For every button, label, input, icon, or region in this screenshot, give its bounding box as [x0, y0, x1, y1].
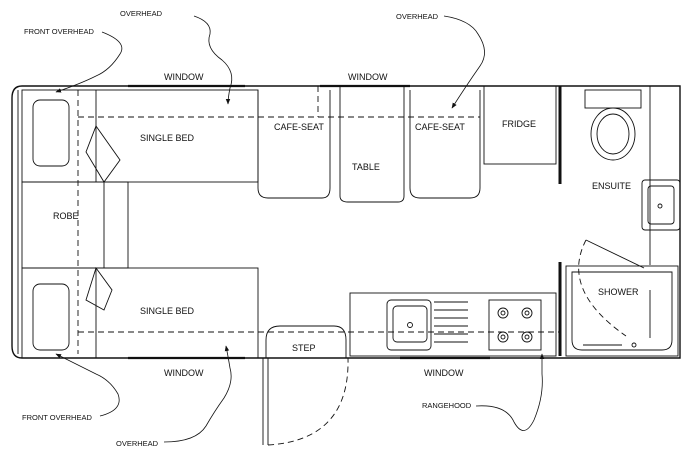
label-ensuite: ENSUITE — [592, 181, 631, 191]
ensuite — [584, 86, 681, 265]
label-single-bed-bottom: SINGLE BED — [140, 306, 195, 316]
leader-overhead-top-right — [443, 15, 485, 109]
step — [265, 325, 347, 358]
fridge — [483, 85, 557, 165]
label-fridge: FRIDGE — [502, 119, 536, 129]
leader-overhead-bottom — [163, 345, 232, 443]
label-overhead-top-left: OVERHEAD — [120, 9, 163, 18]
robe — [21, 181, 129, 269]
label-table: TABLE — [352, 162, 380, 172]
shower — [565, 239, 679, 357]
label-window-top-mid: WINDOW — [348, 72, 388, 82]
label-cafe-seat-left: CAFE-SEAT — [274, 122, 324, 132]
label-window-bottom-left: WINDOW — [164, 368, 204, 378]
label-robe: ROBE — [53, 211, 79, 221]
label-single-bed-top: SINGLE BED — [140, 133, 195, 143]
label-overhead-top-right: OVERHEAD — [396, 12, 439, 21]
sink-drainer — [434, 301, 468, 343]
label-rangehood: RANGEHOOD — [422, 401, 472, 410]
label-window-bottom-right: WINDOW — [424, 368, 464, 378]
cafe-seat-right — [409, 90, 481, 199]
entry-door — [262, 357, 349, 446]
label-window-top-left: WINDOW — [164, 72, 204, 82]
label-cafe-seat-right: CAFE-SEAT — [415, 122, 465, 132]
label-shower: SHOWER — [598, 287, 639, 297]
label-front-overhead-top: FRONT OVERHEAD — [24, 27, 94, 36]
leader-rangehood — [475, 353, 545, 431]
label-step: STEP — [292, 343, 316, 353]
label-front-overhead-bottom: FRONT OVERHEAD — [22, 413, 92, 422]
outer-wall — [11, 85, 681, 359]
table — [339, 86, 405, 203]
leader-front-overhead-bottom — [55, 353, 120, 417]
label-overhead-bottom: OVERHEAD — [116, 439, 159, 448]
kitchen-bench — [349, 292, 557, 357]
leader-front-overhead-top — [55, 31, 123, 93]
cafe-seat-left — [257, 90, 331, 199]
leader-overhead-top-left — [193, 15, 233, 105]
single-bed-bottom — [21, 267, 259, 359]
